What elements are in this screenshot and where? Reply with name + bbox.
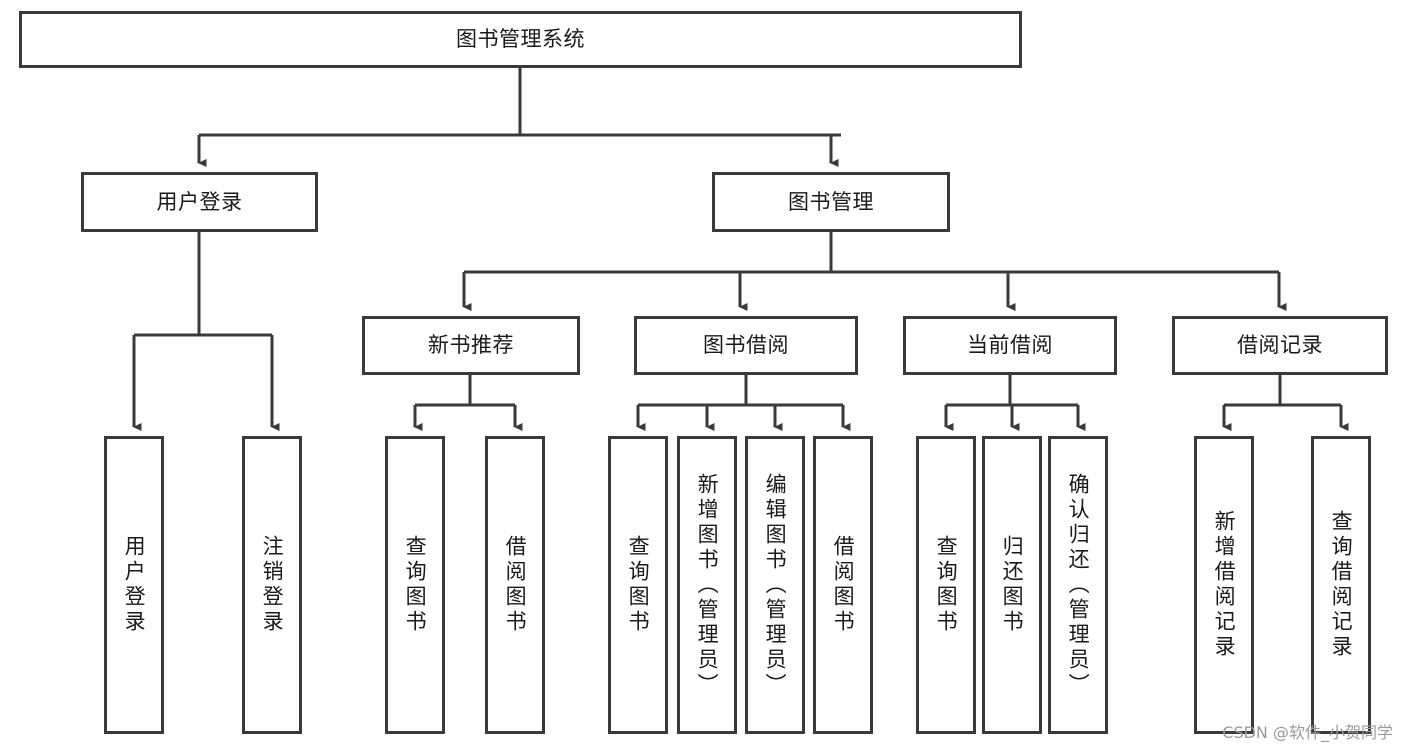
node-leaf-current-borrow-return[interactable]: 归还图书 — [982, 436, 1042, 734]
node-label: 用户登录 — [122, 535, 147, 635]
node-label: 确认归还（管理员） — [1066, 472, 1091, 698]
node-new-book-recommend[interactable]: 新书推荐 — [362, 316, 580, 375]
node-label: 查询图书 — [934, 535, 959, 635]
node-leaf-new-book-borrow[interactable]: 借阅图书 — [485, 436, 545, 734]
node-label: 借阅图书 — [831, 535, 856, 635]
node-label: 当前借阅 — [967, 333, 1053, 358]
node-leaf-new-book-query[interactable]: 查询图书 — [385, 436, 445, 734]
node-label: 借阅记录 — [1237, 333, 1323, 358]
node-label: 查询图书 — [626, 535, 651, 635]
node-label: 图书管理 — [788, 189, 874, 214]
node-label: 图书管理系统 — [456, 27, 585, 52]
node-root-book-management-system[interactable]: 图书管理系统 — [19, 11, 1022, 68]
node-label: 编辑图书（管理员） — [763, 472, 788, 698]
node-leaf-current-borrow-confirm-return[interactable]: 确认归还（管理员） — [1048, 436, 1108, 734]
node-label: 借阅图书 — [503, 535, 528, 635]
node-label: 新增借阅记录 — [1212, 510, 1237, 660]
node-book-management[interactable]: 图书管理 — [712, 172, 950, 232]
node-leaf-borrow-record-add[interactable]: 新增借阅记录 — [1194, 436, 1254, 734]
node-leaf-user-login-logout[interactable]: 注销登录 — [242, 436, 302, 734]
node-book-borrow[interactable]: 图书借阅 — [634, 316, 858, 375]
node-label: 查询借阅记录 — [1329, 510, 1354, 660]
node-label: 新书推荐 — [428, 333, 514, 358]
node-leaf-user-login-login[interactable]: 用户登录 — [104, 436, 164, 734]
node-label: 新增图书（管理员） — [695, 472, 720, 698]
node-leaf-current-borrow-query[interactable]: 查询图书 — [916, 436, 976, 734]
node-label: 用户登录 — [156, 189, 243, 214]
node-user-login[interactable]: 用户登录 — [81, 172, 318, 232]
node-label: 图书借阅 — [703, 333, 789, 358]
node-leaf-borrow-record-query[interactable]: 查询借阅记录 — [1311, 436, 1371, 734]
node-leaf-book-borrow-add[interactable]: 新增图书（管理员） — [677, 436, 737, 734]
node-current-borrow[interactable]: 当前借阅 — [903, 316, 1117, 375]
node-label: 查询图书 — [403, 535, 428, 635]
node-label: 归还图书 — [1000, 535, 1025, 635]
node-leaf-book-borrow-query[interactable]: 查询图书 — [608, 436, 668, 734]
node-leaf-book-borrow-borrow[interactable]: 借阅图书 — [813, 436, 873, 734]
node-label: 注销登录 — [260, 535, 285, 635]
node-leaf-book-borrow-edit[interactable]: 编辑图书（管理员） — [745, 436, 805, 734]
node-borrow-record[interactable]: 借阅记录 — [1172, 316, 1388, 375]
